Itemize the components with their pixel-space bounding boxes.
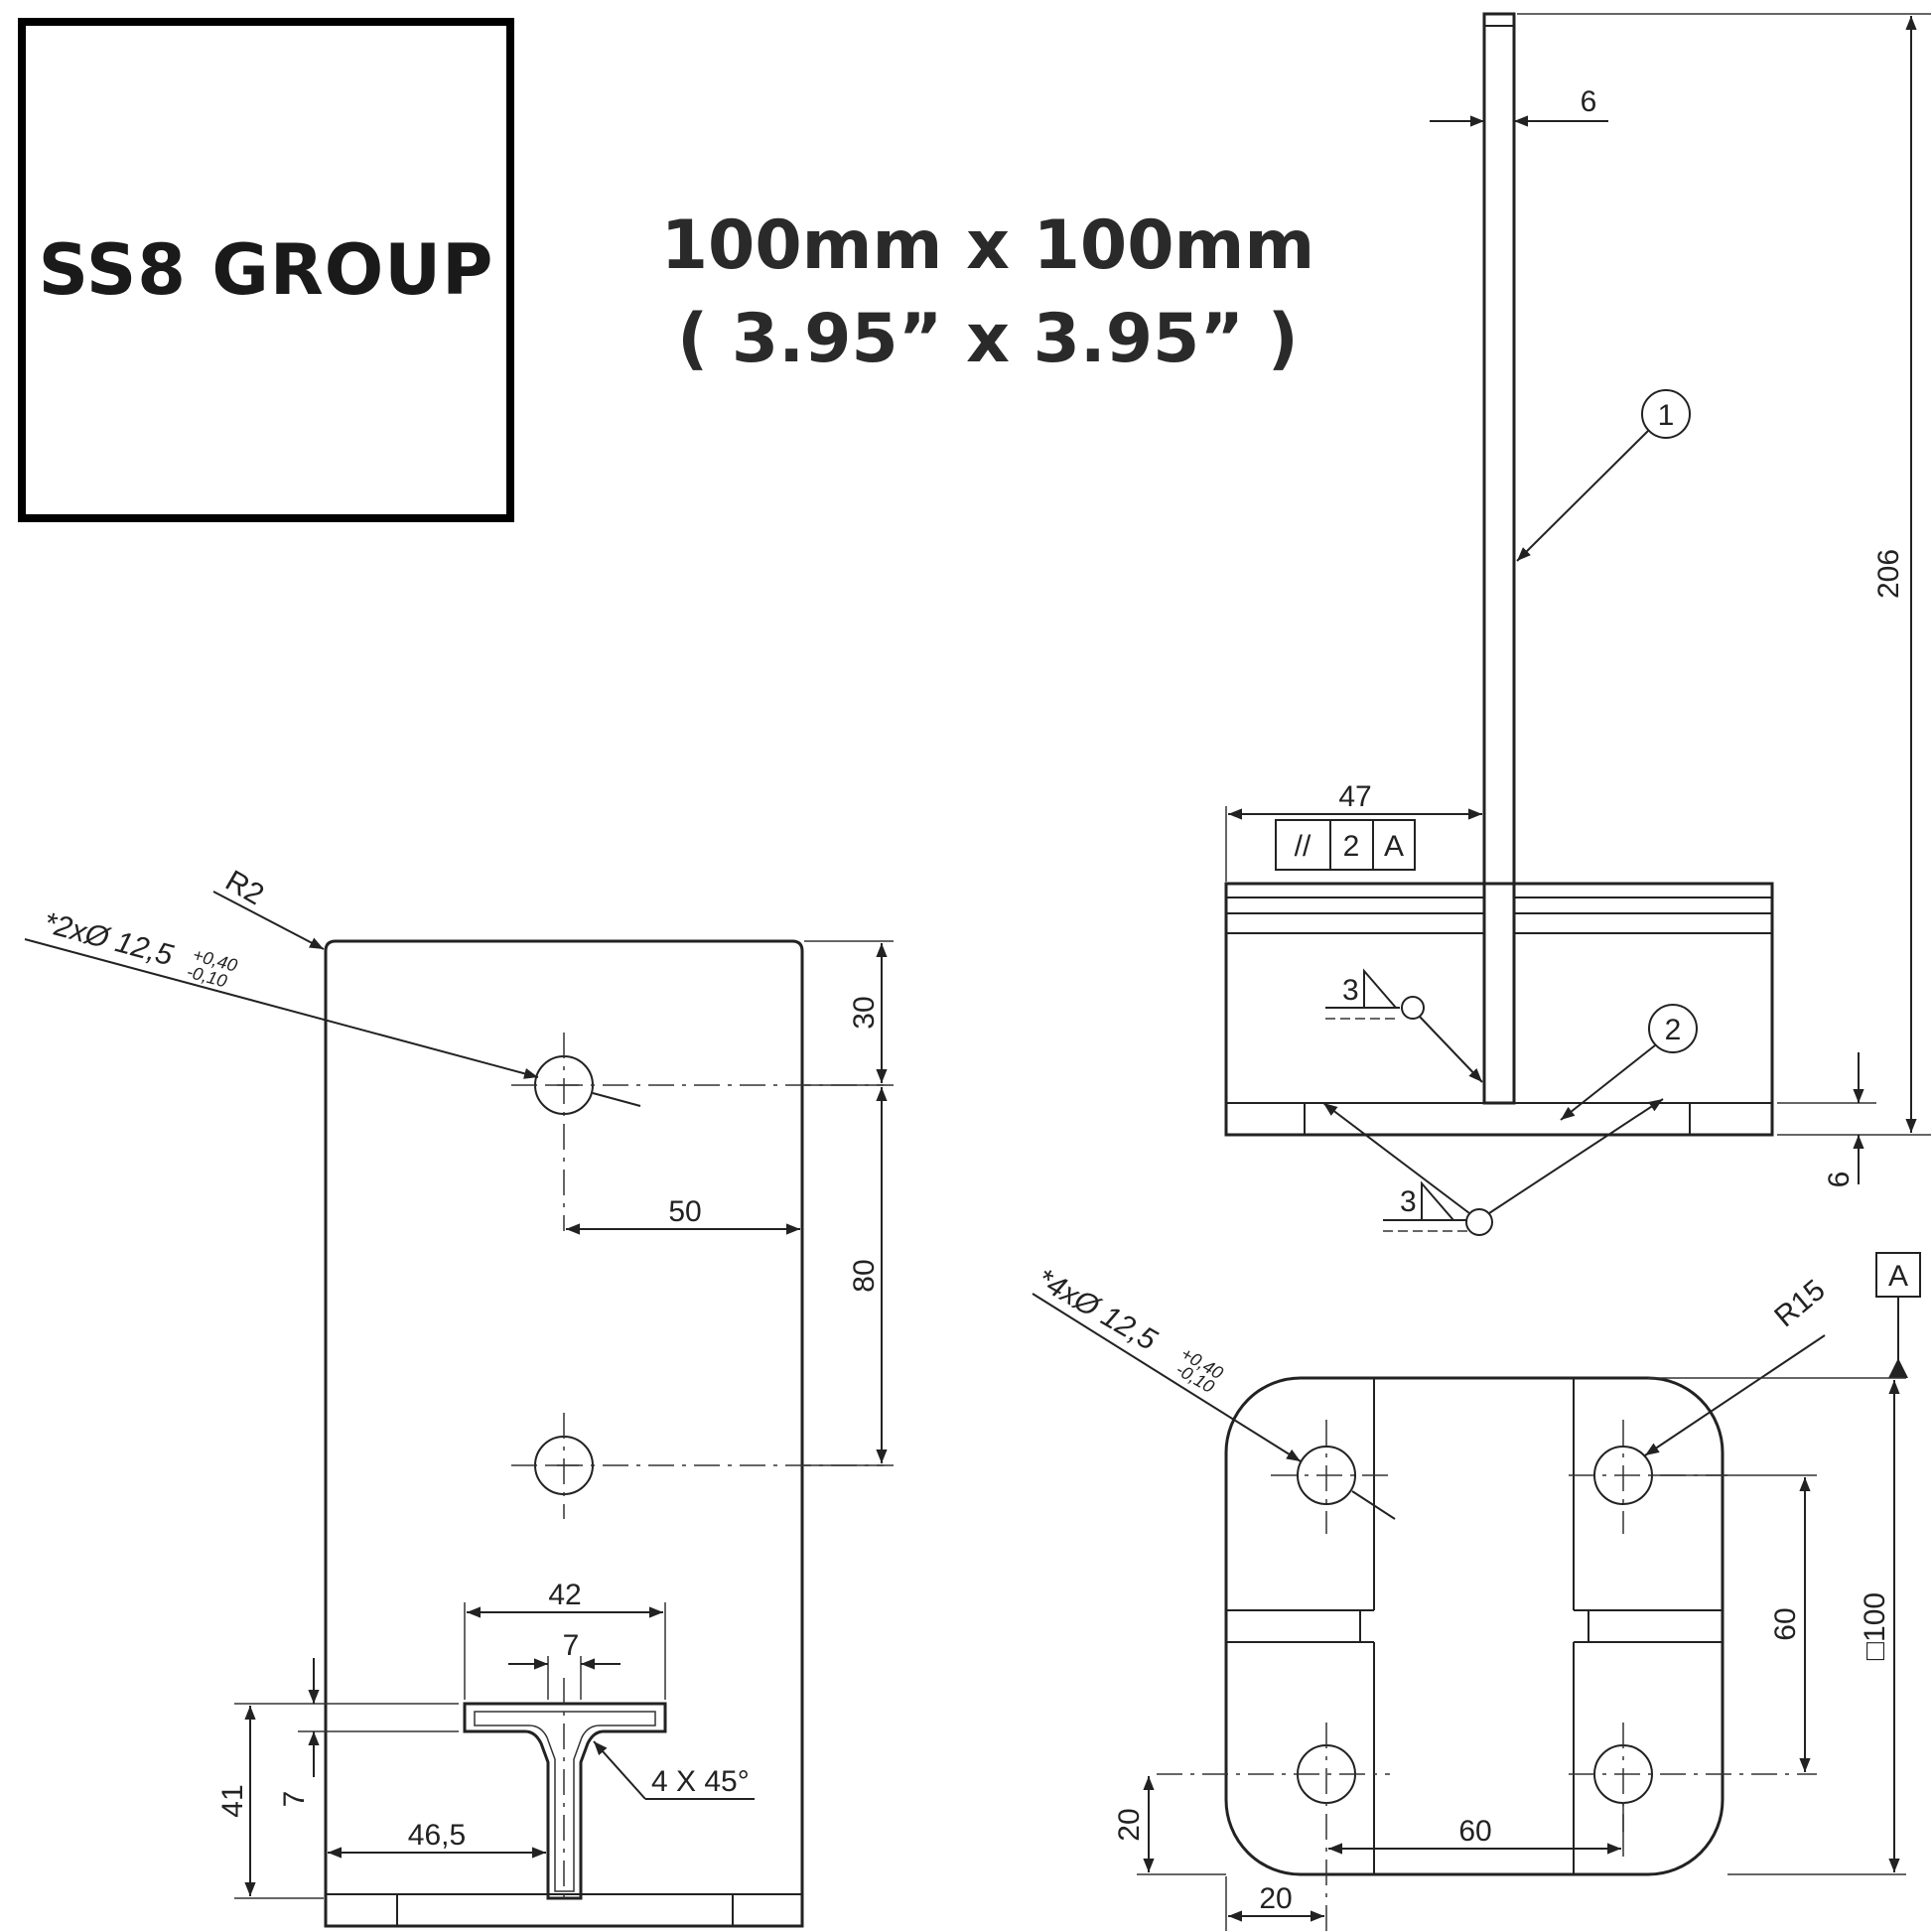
- weld-size-upper: 3: [1342, 974, 1359, 1007]
- dim-size-100: □100: [1859, 1592, 1891, 1660]
- dim-offset-47: 47: [1338, 780, 1371, 813]
- balloon-1: [1641, 389, 1691, 439]
- dim-edge-y-20: 20: [1113, 1808, 1146, 1841]
- dim-vspacing-60: 60: [1769, 1607, 1802, 1640]
- fin-plate: [1482, 12, 1516, 1105]
- balloon-2: [1648, 1004, 1698, 1053]
- balloon-2-label: 2: [1665, 1014, 1682, 1046]
- plan-hole-tl: [1297, 1446, 1356, 1505]
- t-section: [463, 1678, 667, 1900]
- dim-flange-7: 7: [278, 1791, 311, 1808]
- front-radius: R2: [220, 864, 270, 911]
- title-imperial: ( 3.95” x 3.95” ): [677, 300, 1299, 378]
- weld-symbol-lower: 3: [1322, 1098, 1664, 1236]
- title-metric: 100mm x 100mm: [660, 207, 1315, 285]
- brand-name: SS8 GROUP: [38, 229, 494, 311]
- dim-base-6: 6: [1823, 1172, 1856, 1188]
- plan-radius: R15: [1768, 1274, 1831, 1334]
- dim-offset-50: 50: [668, 1195, 701, 1228]
- tolerance-frame: // 2 A: [1275, 819, 1416, 871]
- weld-symbol-upper: 3: [1325, 968, 1483, 1083]
- base-body: [1224, 882, 1774, 1137]
- front-plate-outline: [324, 939, 804, 1928]
- dim-height-206: 206: [1872, 549, 1905, 599]
- tol-value: 2: [1343, 830, 1360, 863]
- balloon-1-label: 1: [1658, 399, 1675, 432]
- dim-web-7: 7: [563, 1629, 580, 1662]
- dim-top-30: 30: [848, 996, 881, 1029]
- brand-logo-box: SS8 GROUP: [18, 18, 514, 522]
- front-view: *2xØ 12,5 +0,40 -0,10 R2 30 80 50 42: [24, 864, 894, 1928]
- dim-spacing-80: 80: [848, 1259, 881, 1292]
- dim-left-46-5: 46,5: [408, 1819, 466, 1852]
- datum-label: A: [1888, 1260, 1908, 1293]
- side-view: 206 6 47 // 2 A 1 2 3: [1224, 12, 1931, 1236]
- chamfer-note: 4 X 45°: [651, 1765, 750, 1798]
- weld-size-lower: 3: [1400, 1185, 1417, 1218]
- dim-width-42: 42: [548, 1579, 581, 1611]
- dim-height-41: 41: [216, 1784, 249, 1817]
- plan-view: *4xØ 12,5 +0,40 -0,10 R15 A □100 60 60 2…: [1032, 1252, 1921, 1931]
- base-plate-outline: [1224, 1376, 1725, 1876]
- plan-hole-note: *4xØ 12,5: [1032, 1262, 1163, 1356]
- dim-hspacing-60: 60: [1458, 1815, 1491, 1848]
- dim-plate-6: 6: [1581, 85, 1597, 118]
- tol-parallel-symbol: //: [1295, 830, 1311, 863]
- tol-datum: A: [1384, 830, 1404, 863]
- dim-edge-x-20: 20: [1259, 1882, 1292, 1915]
